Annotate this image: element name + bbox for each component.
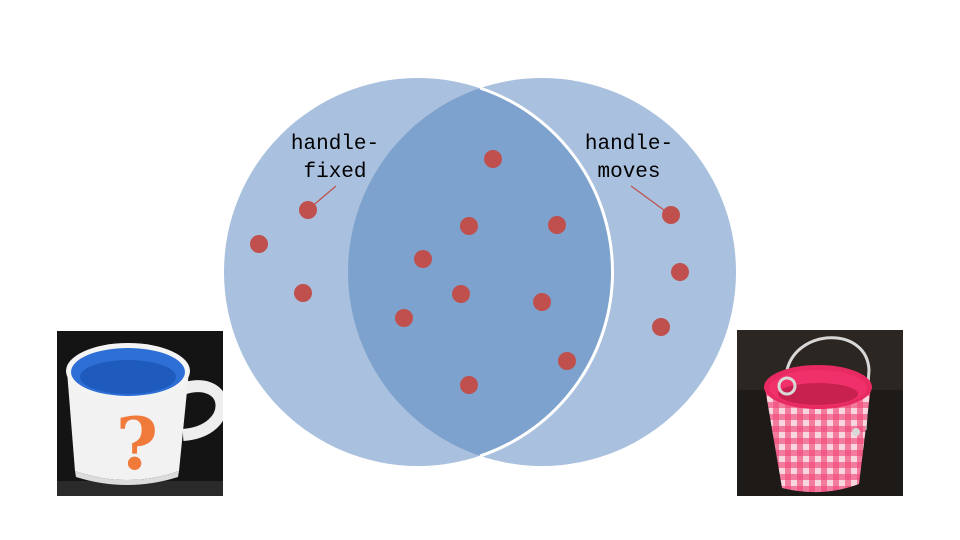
dot-both-1 <box>484 150 502 168</box>
label-handle-fixed-line1: handle- <box>291 133 379 156</box>
leader-line-handle-moves <box>630 185 669 214</box>
mug-with-question-mark-photo: ? <box>57 331 223 496</box>
dot-left-1 <box>299 201 317 219</box>
dot-both-6 <box>533 293 551 311</box>
question-mark-glyph: ? <box>116 401 158 486</box>
label-handle-fixed-line2: fixed <box>303 161 366 184</box>
label-handle-moves-line2: moves <box>597 161 660 184</box>
circle-overlap <box>348 78 612 466</box>
dot-both-7 <box>395 309 413 327</box>
dot-both-2 <box>460 217 478 235</box>
mug-icon: ? <box>57 331 223 496</box>
overlap-outline-right-arc <box>479 86 615 458</box>
dot-both-5 <box>452 285 470 303</box>
dot-both-8 <box>558 352 576 370</box>
dot-both-3 <box>548 216 566 234</box>
bucket-icon <box>737 330 903 496</box>
dot-left-2 <box>250 235 268 253</box>
dot-both-4 <box>414 250 432 268</box>
dot-right-3 <box>652 318 670 336</box>
dot-both-9 <box>460 376 478 394</box>
dot-left-3 <box>294 284 312 302</box>
label-handle-moves-line1: handle- <box>585 133 673 156</box>
pink-gingham-bucket-photo <box>737 330 903 496</box>
dot-right-2 <box>671 263 689 281</box>
dot-right-1 <box>662 206 680 224</box>
